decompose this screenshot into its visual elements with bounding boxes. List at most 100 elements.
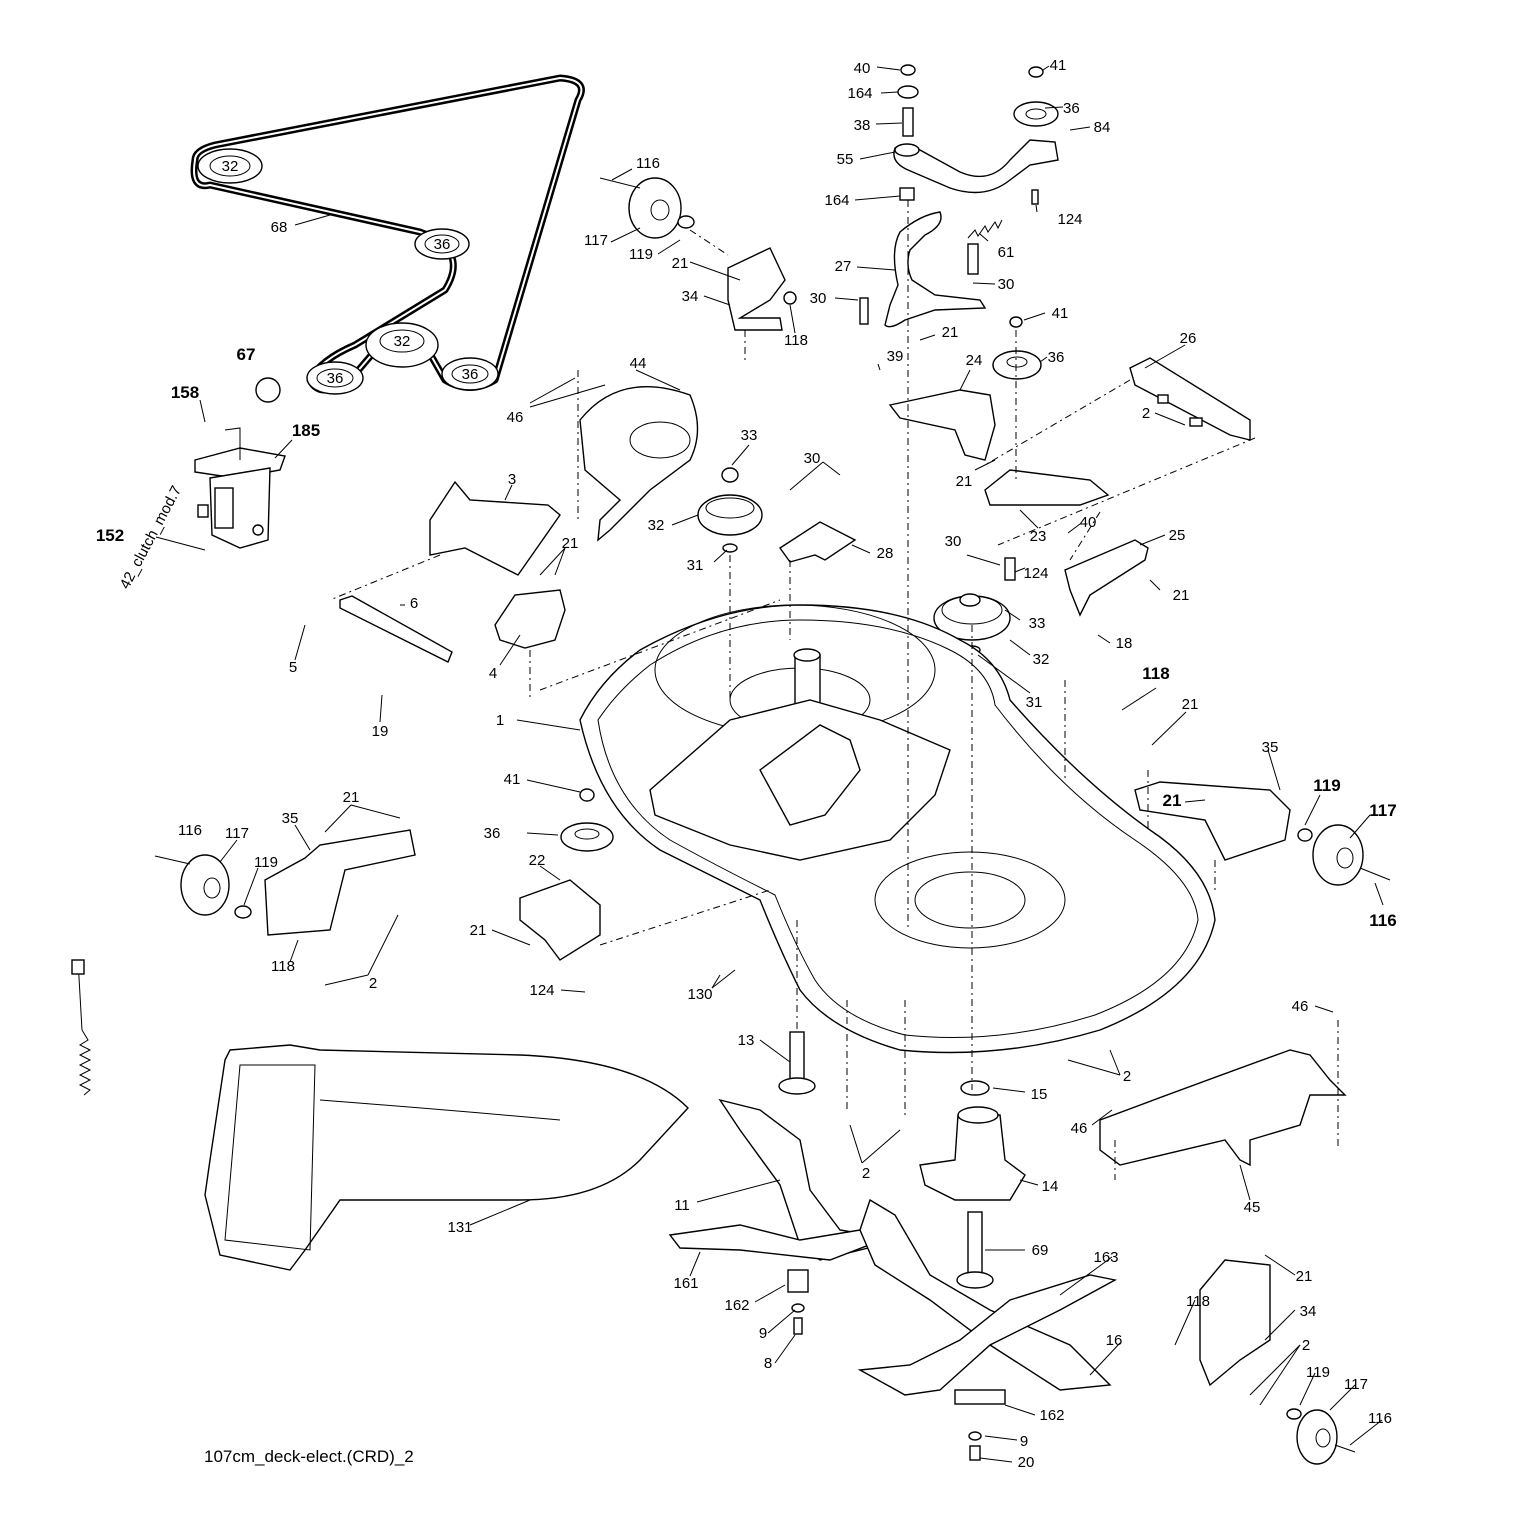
label-46a: 46 [507,409,524,426]
label-40b: 40 [1080,514,1097,531]
label-4: 4 [489,665,497,682]
label-21d: 21 [562,535,579,552]
label-18: 18 [1116,635,1133,652]
label-84: 84 [1094,119,1111,136]
label-22: 22 [529,852,546,869]
label-35b: 35 [282,810,299,827]
arm-23 [984,469,1110,506]
label-69: 69 [1032,1242,1049,1259]
spindle-13 [778,1031,816,1095]
pulley-mark-36c: 36 [462,366,479,383]
label-1: 1 [496,712,504,729]
bracket-22 [519,879,601,961]
part-labels: 40 41 164 36 38 84 55 116 164 124 68 117… [96,57,1397,1471]
label-13: 13 [738,1032,755,1049]
label-163: 163 [1093,1249,1118,1266]
bracket-26 [1129,357,1251,441]
label-118b: 118 [1142,664,1169,683]
belt-pulleys [197,148,499,395]
label-162a: 162 [724,1297,749,1314]
blade-carrier-11 [668,1098,896,1335]
label-2a: 2 [1142,405,1150,422]
label-152: 152 [96,526,124,545]
label-118d: 118 [1186,1293,1210,1310]
label-30c: 30 [804,450,821,467]
label-3: 3 [508,471,516,488]
bracket-3 [429,480,561,576]
label-116d: 116 [1368,1410,1392,1427]
assembly-lines [329,200,1339,1180]
idler-pulley-117-bottom [1286,1408,1356,1465]
label-38: 38 [854,117,871,134]
label-117c: 117 [225,825,249,842]
label-27: 27 [835,258,852,275]
label-117a: 117 [584,232,608,249]
label-2c: 2 [1123,1068,1131,1085]
blade-16 [857,1198,1118,1461]
pulley-marks: 32 36 32 36 36 [222,158,479,387]
bracket-34-top [727,247,786,331]
idler-pulley-117-top [599,177,695,239]
label-21h: 21 [1163,791,1182,810]
label-117b: 117 [1369,801,1396,820]
spring-61 [967,219,1003,239]
label-119a: 119 [629,246,653,263]
label-34a: 34 [682,288,699,305]
label-119c: 119 [254,854,278,871]
label-124c: 124 [529,982,554,999]
label-16: 16 [1106,1332,1123,1349]
label-41a: 41 [1050,57,1067,74]
bracket-35-right [1134,781,1291,861]
leader-lines [155,65,1384,1463]
label-118c: 118 [271,958,295,975]
label-61: 61 [998,244,1015,261]
bracket-4 [494,589,566,649]
label-21i: 21 [470,922,487,939]
label-130: 130 [687,986,712,1003]
label-9b: 9 [1020,1433,1028,1450]
label-21e: 21 [1173,587,1190,604]
label-2b: 2 [369,975,377,992]
label-36b: 36 [1048,349,1065,366]
label-41c: 41 [504,771,521,788]
idler-bracket-27 [859,211,987,328]
bracket-35-left [264,829,416,936]
label-28: 28 [877,545,894,562]
clutch-cable-152: 42_clutch_mod.7 [69,483,206,1096]
label-161: 161 [673,1275,698,1292]
label-20: 20 [1018,1454,1035,1471]
label-30d: 30 [945,533,962,550]
pulley-32-right [933,557,1016,655]
label-31a: 31 [687,557,704,574]
label-46c: 46 [1071,1120,1088,1137]
shield-45 [1099,1049,1347,1167]
label-30b: 30 [810,290,827,307]
cable-text: 42_clutch_mod.7 [117,483,186,592]
label-21f: 21 [1182,696,1199,713]
pulley-mark-32b: 32 [394,333,411,350]
label-32b: 32 [1033,651,1050,668]
label-24: 24 [966,352,983,369]
discharge-chute-131 [204,1044,689,1271]
label-116b: 116 [178,822,202,839]
label-21b: 21 [942,324,959,341]
idler-pulley-117-left [154,854,252,919]
label-33b: 33 [1029,615,1046,632]
label-11: 11 [674,1197,690,1214]
bracket-28 [779,521,857,563]
spindle-69 [956,1211,994,1289]
label-36a: 36 [1063,100,1080,117]
label-164a: 164 [847,85,872,102]
label-124a: 124 [1057,211,1082,228]
label-116c: 116 [1369,911,1396,930]
pulley-32-mid [697,467,763,553]
ball-67 [255,377,281,403]
label-46b: 46 [1292,998,1309,1015]
mower-deck-1 [579,604,1216,1054]
label-2d: 2 [862,1165,870,1182]
label-41b: 41 [1052,305,1069,322]
label-158: 158 [171,383,199,402]
label-164b: 164 [824,192,849,209]
bracket-25 [1064,539,1149,617]
